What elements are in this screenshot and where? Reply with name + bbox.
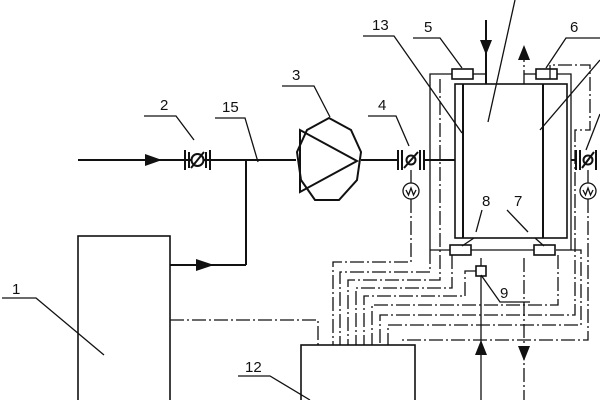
flow-arrow-icon [145,154,162,166]
label-1: 1 [12,281,20,298]
sensor-8 [449,244,472,256]
sensor-5 [451,68,474,80]
valve-4 [332,150,455,345]
inlet-pipe [78,154,296,166]
sensor-7-link [534,237,545,247]
controller-12-box [300,344,416,400]
vessel-frame [429,73,572,251]
label-13: 13 [372,17,389,34]
label-7: 7 [514,193,522,210]
sensor-7 [533,244,556,256]
unit-1-box [77,235,171,400]
valve-2 [184,150,211,170]
label-4: 4 [378,97,386,114]
branch-pipe-15 [170,160,247,271]
component-9 [475,258,530,400]
pump-3 [295,116,398,201]
inlet-bottom-arrow-icon [475,340,487,355]
label-6: 6 [570,19,578,36]
branch-arrow-icon [196,259,214,271]
sensor-8-link [461,237,475,247]
signal-lines [170,64,591,345]
label-5: 5 [424,19,432,36]
label-2: 2 [160,97,168,114]
label-3: 3 [292,67,300,84]
outlet-bottom-arrow-icon [518,346,530,361]
label-15: 15 [222,99,239,116]
label-12: 12 [245,359,262,376]
inlet-top-arrow-icon [480,40,492,55]
sensor-6 [535,68,558,80]
reactor-vessel-13 [454,20,568,239]
label-8: 8 [482,193,490,210]
outlet-top-arrow-icon [518,45,530,60]
valve-right [400,150,597,341]
label-9: 9 [500,285,508,302]
